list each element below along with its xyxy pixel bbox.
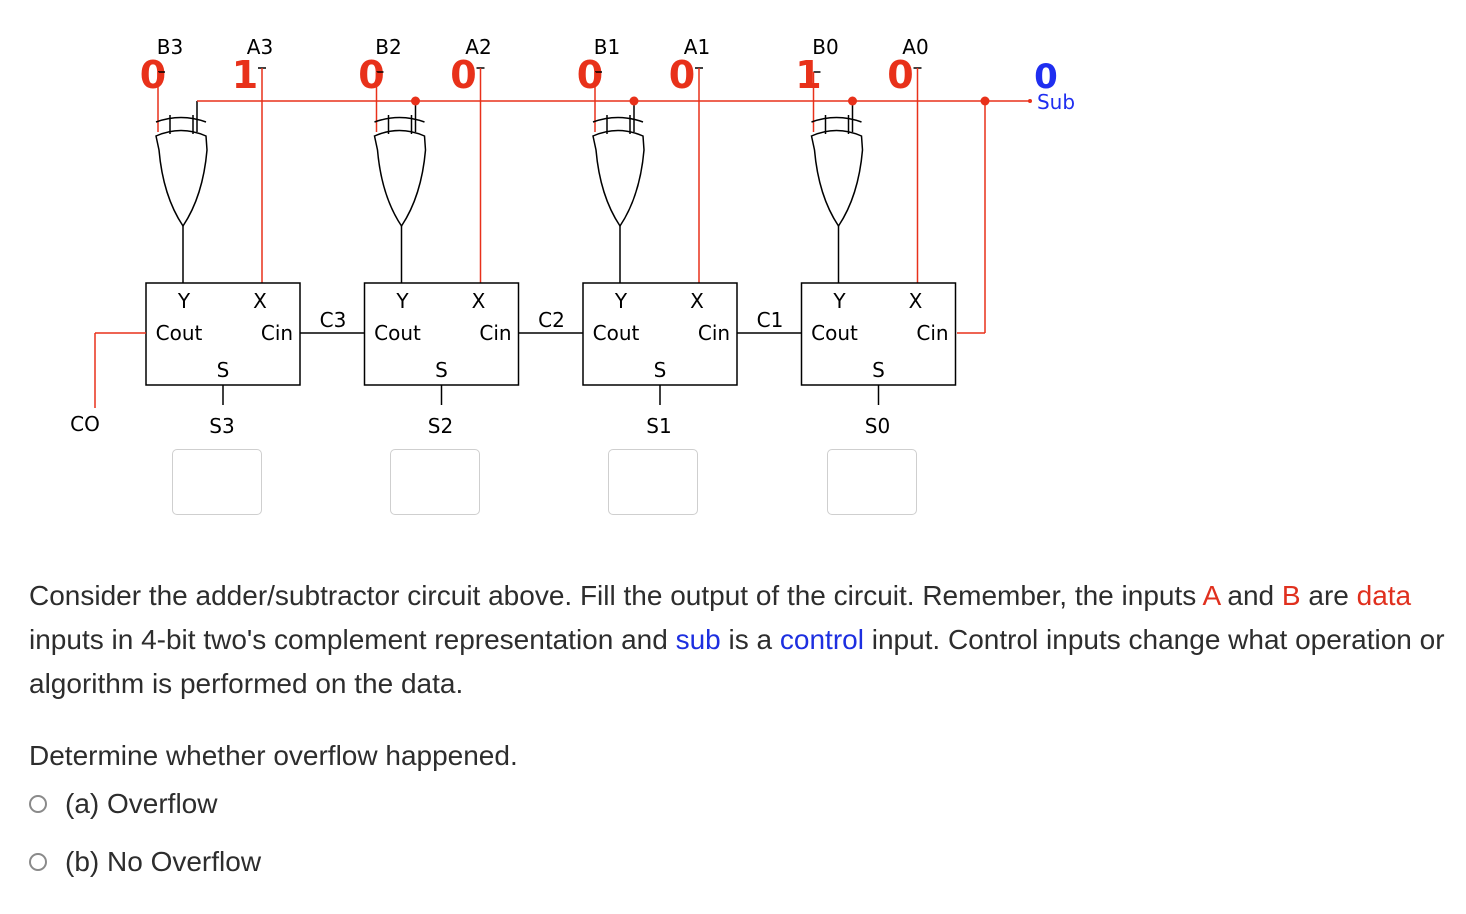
highlight-sub: sub xyxy=(675,624,721,655)
a-input-label: A2 xyxy=(465,35,491,59)
a-input-value: 1 xyxy=(232,53,258,97)
b-input-label: B1 xyxy=(594,35,620,59)
a-input-value: 0 xyxy=(669,53,695,97)
port-cout-label: Cout xyxy=(374,321,421,345)
highlight-control: control xyxy=(779,624,864,655)
b-input-value: 1 xyxy=(795,53,821,97)
carry-out-label: CO xyxy=(70,412,100,436)
xor-gate xyxy=(592,129,645,228)
port-x-label: X xyxy=(909,289,923,313)
b-input-value: 0 xyxy=(140,53,166,97)
port-cout-label: Cout xyxy=(593,321,640,345)
xor-input-curve xyxy=(592,116,644,123)
s2-answer-input[interactable] xyxy=(390,449,480,515)
sub-label: Sub xyxy=(1037,90,1075,114)
radio-overflow[interactable] xyxy=(29,795,47,813)
port-cin-label: Cin xyxy=(261,321,293,345)
option-overflow-label: (a) Overflow xyxy=(65,788,218,819)
sub-wire-end xyxy=(1028,99,1032,103)
highlight-b: B xyxy=(1281,580,1301,611)
s1-answer-input[interactable] xyxy=(608,449,698,515)
port-s-label: S xyxy=(217,358,230,382)
b-input-label: B3 xyxy=(157,35,183,59)
port-y-label: Y xyxy=(832,289,846,313)
s3-answer-input[interactable] xyxy=(172,449,262,515)
port-y-label: Y xyxy=(395,289,409,313)
carry-label: C3 xyxy=(320,308,347,332)
xor-input-curve xyxy=(811,116,862,123)
b-input-value: 0 xyxy=(358,53,384,97)
overflow-prompt: Determine whether overflow happened. xyxy=(29,740,518,771)
full-adder-box xyxy=(363,282,520,386)
sub-value: 0 xyxy=(1034,57,1058,97)
carry-label: C1 xyxy=(757,308,784,332)
option-overflow[interactable]: (a) Overflow xyxy=(29,788,217,820)
port-s-label: S xyxy=(435,358,448,382)
b-input-label: B2 xyxy=(375,35,401,59)
full-adder-box xyxy=(582,282,738,386)
port-cout-label: Cout xyxy=(156,321,203,345)
port-cin-label: Cin xyxy=(698,321,730,345)
b-input-label: B0 xyxy=(812,35,838,59)
port-cin-label: Cin xyxy=(479,321,511,345)
port-x-label: X xyxy=(472,289,486,313)
port-y-label: Y xyxy=(614,289,628,313)
sum-label: S2 xyxy=(428,414,453,438)
sum-label: S0 xyxy=(865,414,890,438)
xor-gate xyxy=(155,129,208,228)
xor-input-curve xyxy=(374,116,425,123)
a-input-label: A3 xyxy=(247,35,273,59)
port-s-label: S xyxy=(872,358,885,382)
option-no-overflow-label: (b) No Overflow xyxy=(65,846,262,877)
radio-no-overflow[interactable] xyxy=(29,853,47,871)
question-text: Consider the adder/subtractor circuit ab… xyxy=(29,580,1445,699)
port-cin-label: Cin xyxy=(916,321,948,345)
xor-gate xyxy=(373,129,427,228)
sum-label: S3 xyxy=(209,414,234,438)
sum-label: S1 xyxy=(646,414,671,438)
a-input-label: A0 xyxy=(902,35,928,59)
highlight-data: data xyxy=(1356,580,1412,611)
port-y-label: Y xyxy=(177,289,191,313)
port-cout-label: Cout xyxy=(811,321,858,345)
xor-input-curve xyxy=(155,116,207,123)
full-adder-box xyxy=(800,282,957,386)
a-input-value: 0 xyxy=(450,53,476,97)
full-adder-box xyxy=(145,282,301,386)
port-x-label: X xyxy=(690,289,704,313)
a-input-label: A1 xyxy=(684,35,710,59)
b-input-value: 0 xyxy=(577,53,603,97)
highlight-a: A xyxy=(1202,580,1220,611)
option-no-overflow[interactable]: (b) No Overflow xyxy=(29,846,261,878)
port-s-label: S xyxy=(654,358,667,382)
s0-answer-input[interactable] xyxy=(827,449,917,515)
xor-gate xyxy=(810,129,864,228)
carry-label: C2 xyxy=(538,308,565,332)
a-input-value: 0 xyxy=(887,53,913,97)
port-x-label: X xyxy=(253,289,267,313)
